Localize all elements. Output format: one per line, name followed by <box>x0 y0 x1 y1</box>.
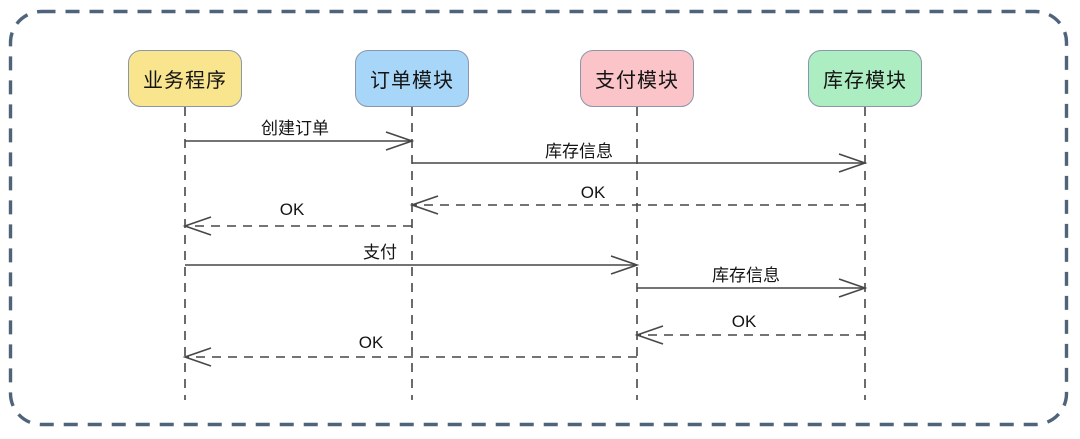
actor-label: 订单模块 <box>370 70 454 92</box>
arrowhead-left-icon <box>182 347 212 367</box>
arrowhead-right-icon <box>385 131 415 151</box>
message-label-inventory-info-2: 库存信息 <box>712 266 780 285</box>
arrowhead-left-icon <box>634 325 664 345</box>
arrowhead-right-icon <box>838 153 868 173</box>
actor-box-payment-module: 支付模块 <box>580 50 694 107</box>
message-label-ok-1: OK <box>580 183 606 202</box>
arrowhead-left-icon <box>409 195 439 215</box>
arrowhead-right-icon <box>610 255 640 275</box>
message-label-ok-4: OK <box>358 333 384 352</box>
arrowhead-right-icon <box>838 278 868 298</box>
actor-label: 支付模块 <box>595 70 679 92</box>
actor-box-inventory-module: 库存模块 <box>808 50 922 107</box>
actor-label: 业务程序 <box>143 70 227 92</box>
actor-box-order-module: 订单模块 <box>355 50 469 107</box>
actor-label: 库存模块 <box>823 70 907 92</box>
message-label-inventory-info-1: 库存信息 <box>545 142 613 161</box>
actor-box-business-app: 业务程序 <box>128 50 242 107</box>
message-label-create-order: 创建订单 <box>261 119 329 138</box>
message-label-pay: 支付 <box>363 243 397 262</box>
message-label-ok-2: OK <box>279 200 305 219</box>
message-label-ok-3: OK <box>731 312 757 331</box>
arrowhead-left-icon <box>182 216 212 236</box>
